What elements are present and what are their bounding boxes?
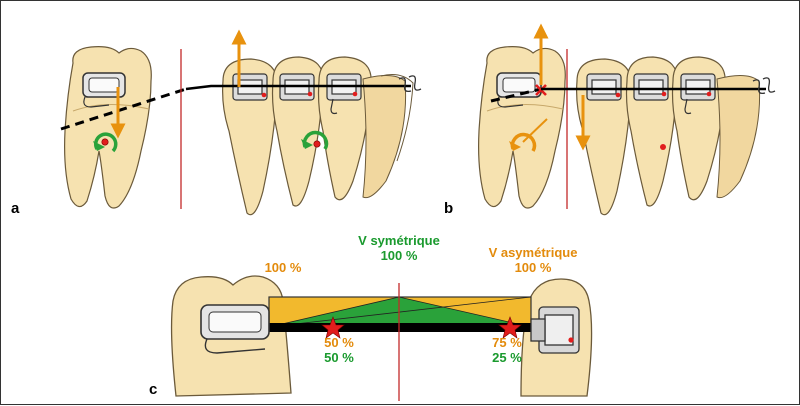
star-icon: [321, 316, 345, 339]
molar-tooth-a: [64, 46, 152, 209]
panel-c: V symétrique 100 % V asymétrique 100 % 1…: [149, 233, 593, 401]
molar-tooth-b: [478, 46, 566, 209]
archwire-a: [185, 84, 411, 91]
rotation-orange-icon: [509, 132, 537, 152]
resistance-center-dot: [101, 138, 109, 146]
wire-dashed-b: [490, 87, 542, 103]
left-orange-value: 50 %: [324, 335, 354, 350]
panel-label-c: c: [149, 381, 157, 398]
panel-a: a: [11, 29, 422, 217]
star-icon: [498, 316, 522, 339]
panel-label-b: b: [444, 200, 453, 217]
rotation-green-icon: [301, 130, 329, 150]
panel-b: b: [444, 23, 776, 217]
panel-label-a: a: [11, 200, 20, 217]
left-green-value: 50 %: [324, 350, 354, 365]
wire-dashed-a: [60, 87, 187, 131]
right-orange-value: 75 %: [492, 335, 522, 350]
v-symmetric-title: V symétrique: [358, 233, 440, 248]
left-top-value: 100 %: [265, 260, 302, 275]
v-asymmetric-title: V asymétrique: [489, 245, 578, 260]
v-symmetric-value: 100 %: [381, 248, 418, 263]
v-asymmetric-value: 100 %: [515, 260, 552, 275]
archwire-c: [263, 323, 553, 332]
right-green-value: 25 %: [492, 350, 522, 365]
rotation-green-icon: [93, 132, 118, 153]
